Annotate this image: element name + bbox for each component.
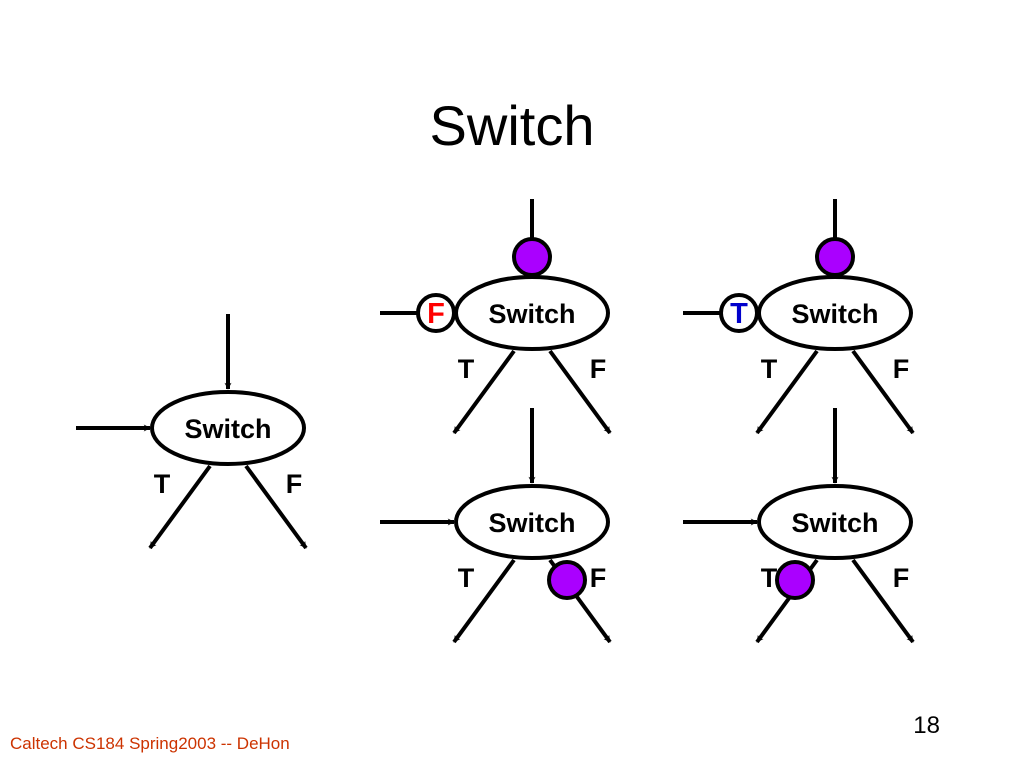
switch-node [150, 390, 306, 466]
data-token [815, 237, 855, 277]
switch-node-label: Switch [488, 299, 575, 329]
data-token [547, 560, 587, 600]
true-branch-label: T [458, 563, 475, 593]
page-number: 18 [913, 712, 940, 739]
data-token [512, 237, 552, 277]
true-output-arrow [452, 558, 516, 644]
slide-title: Switch [429, 94, 595, 157]
false-branch-label: F [893, 354, 910, 384]
true-output-arrow [452, 349, 516, 435]
control-token-label: T [730, 298, 748, 330]
true-branch-label: T [154, 469, 171, 499]
false-output-arrow [851, 349, 915, 435]
control-token [719, 293, 759, 333]
false-branch-label: F [590, 354, 607, 384]
false-output-arrow [244, 464, 308, 550]
data-token [775, 560, 815, 600]
switch-node [757, 484, 913, 560]
switch-node-label: Switch [791, 508, 878, 538]
switch-node [454, 484, 610, 560]
true-branch-label: T [761, 563, 778, 593]
switch-node-label: Switch [488, 508, 575, 538]
false-branch-label: F [893, 563, 910, 593]
false-branch-label: F [286, 469, 303, 499]
true-branch-label: T [761, 354, 778, 384]
false-output-arrow [851, 558, 915, 644]
footer-credit: Caltech CS184 Spring2003 -- DeHon [10, 734, 290, 753]
true-branch-label: T [458, 354, 475, 384]
false-output-arrow [548, 349, 612, 435]
switch-node-label: Switch [791, 299, 878, 329]
control-token-label: F [427, 298, 445, 330]
false-branch-label: F [590, 563, 607, 593]
true-output-arrow [148, 464, 212, 550]
true-output-arrow [755, 349, 819, 435]
switch-node-label: Switch [184, 414, 271, 444]
control-token [416, 293, 456, 333]
